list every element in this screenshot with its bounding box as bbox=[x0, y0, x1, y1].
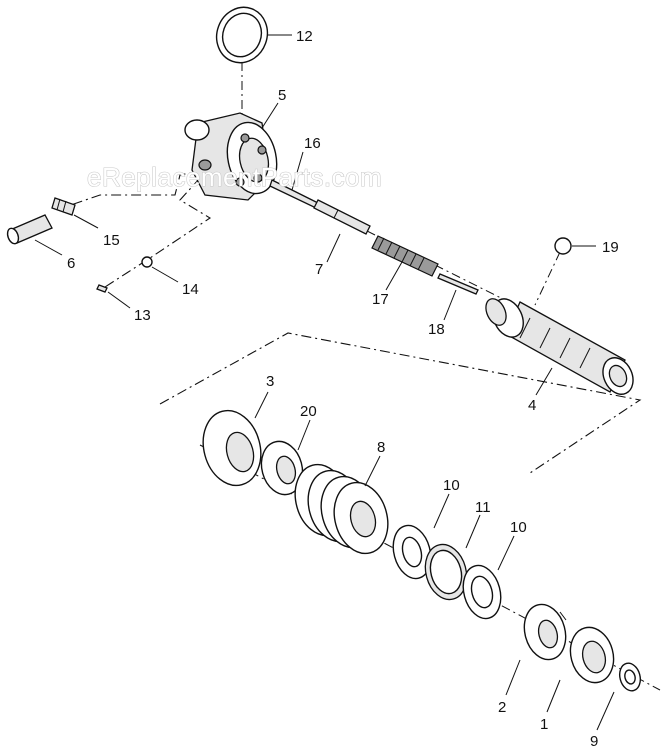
callout-19: 19 bbox=[602, 239, 619, 256]
callout-leaders bbox=[34, 34, 615, 731]
part-14-ball bbox=[141, 256, 153, 268]
callout-3: 3 bbox=[266, 373, 274, 390]
part-9-washer bbox=[618, 662, 642, 692]
part-7-rod bbox=[313, 199, 371, 235]
callout-2: 2 bbox=[498, 699, 506, 716]
part-13-pin bbox=[96, 284, 108, 293]
part-2-collar bbox=[523, 603, 567, 661]
callout-16: 16 bbox=[304, 135, 321, 152]
part-12-o-ring bbox=[215, 6, 269, 64]
part-15-spring bbox=[51, 197, 76, 216]
part-6-plug bbox=[6, 214, 53, 245]
callout-12: 12 bbox=[296, 28, 313, 45]
callout-9: 9 bbox=[590, 733, 598, 750]
callout-7: 7 bbox=[315, 261, 323, 278]
callout-18: 18 bbox=[428, 321, 445, 338]
callout-10-bottom: 10 bbox=[510, 519, 527, 536]
callout-14: 14 bbox=[182, 281, 199, 298]
axis-5-to-13 bbox=[104, 177, 212, 288]
callout-17: 17 bbox=[372, 291, 389, 308]
axis-5-to-15 bbox=[61, 169, 206, 209]
part-1-nut bbox=[569, 626, 615, 684]
watermark-text: eReplacementParts.com bbox=[87, 162, 382, 192]
callout-8: 8 bbox=[377, 439, 385, 456]
part-10-washer-b bbox=[462, 564, 502, 620]
assembly-bracket bbox=[159, 332, 642, 474]
part-20-bushing bbox=[260, 440, 304, 496]
callout-11: 11 bbox=[475, 499, 491, 516]
part-17-spring bbox=[371, 235, 439, 277]
part-18-needle bbox=[437, 273, 479, 295]
part-10-washer-a bbox=[392, 524, 432, 580]
part-19-ball bbox=[554, 237, 572, 255]
part-4-cylinder bbox=[485, 298, 634, 395]
part-8-spring bbox=[294, 463, 389, 555]
part-5-valve-body bbox=[184, 112, 278, 201]
callout-labels: 12 5 16 15 6 7 14 13 17 18 19 4 3 20 8 1… bbox=[67, 28, 619, 750]
callout-10-top: 10 bbox=[443, 477, 460, 494]
part-11-ring bbox=[424, 543, 468, 601]
callout-13: 13 bbox=[134, 307, 151, 324]
axis-19-to-4 bbox=[534, 251, 561, 306]
callout-4: 4 bbox=[528, 397, 536, 414]
callout-20: 20 bbox=[300, 403, 317, 420]
assembly-lines bbox=[61, 62, 661, 691]
callout-6: 6 bbox=[67, 255, 75, 272]
callout-5: 5 bbox=[278, 87, 286, 104]
callout-1: 1 bbox=[540, 716, 548, 733]
callout-15: 15 bbox=[103, 232, 120, 249]
part-3-bushing bbox=[202, 409, 262, 487]
